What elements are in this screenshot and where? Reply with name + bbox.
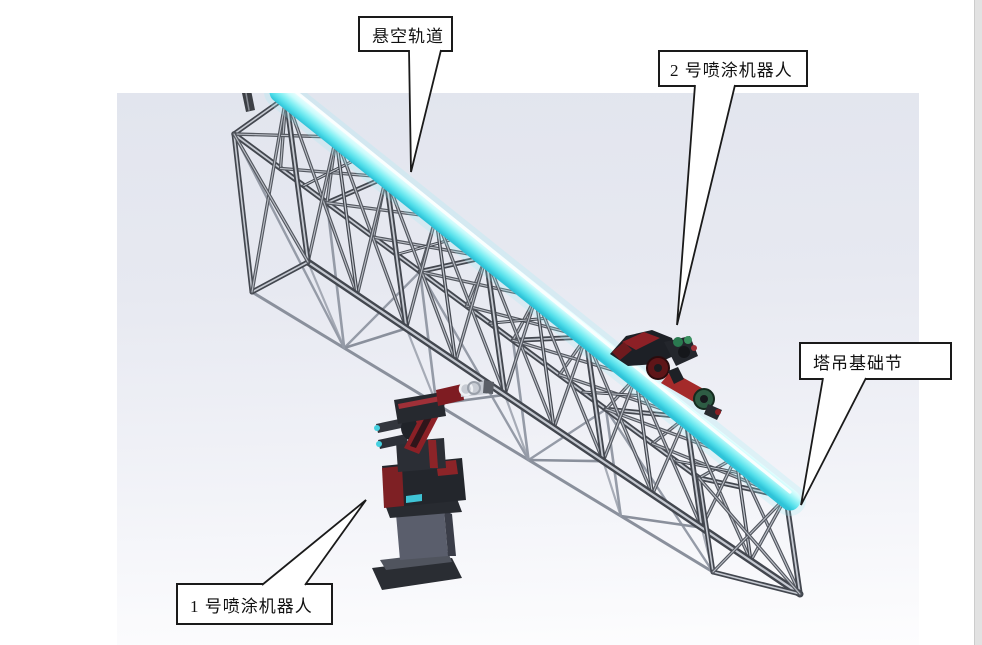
callout-tower-base-label: 塔吊基础节 bbox=[813, 353, 903, 373]
callout-robot2-label: 2 号喷涂机器人 bbox=[670, 61, 793, 80]
window-edge-strip bbox=[974, 0, 982, 645]
callout-robot1: 1 号喷涂机器人 bbox=[176, 583, 333, 625]
callout-tower-base: 塔吊基础节 bbox=[799, 342, 952, 380]
callout-rail: 悬空轨道 bbox=[358, 16, 453, 52]
callout-robot1-label: 1 号喷涂机器人 bbox=[190, 596, 313, 616]
callout-robot2: 2 号喷涂机器人 bbox=[658, 50, 808, 87]
callout-rail-label: 悬空轨道 bbox=[372, 26, 444, 46]
cad-illustration bbox=[231, 93, 806, 598]
